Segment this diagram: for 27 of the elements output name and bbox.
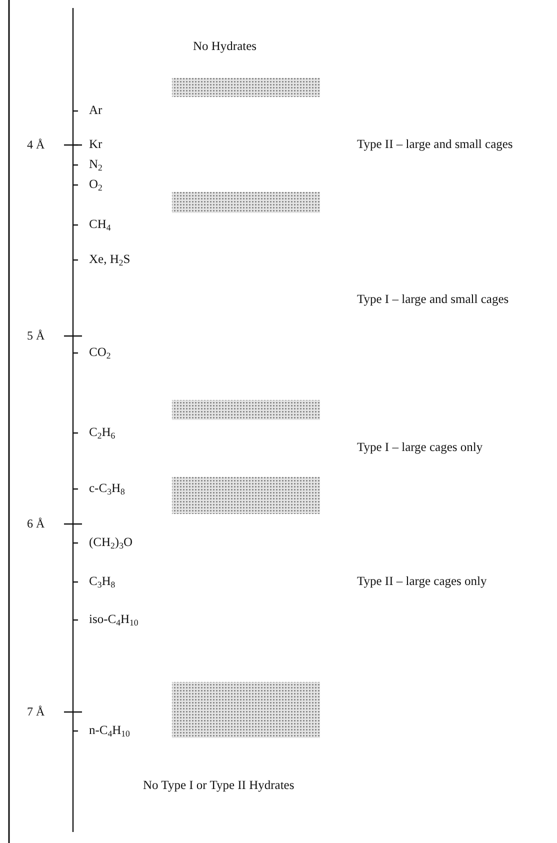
molecule-label: Xe, H$_{2}$S	[89, 253, 130, 267]
shaded-band	[172, 192, 320, 213]
shaded-band	[172, 400, 320, 420]
region-label: No Type I or Type II Hydrates	[143, 779, 294, 793]
molecule-label: Ar	[89, 104, 102, 118]
molecule-label: n-C$_{4}$H$_{10}$	[89, 724, 130, 738]
molecule-label: c-C$_{3}$H$_{8}$	[89, 482, 125, 496]
region-label: Type II – large cages only	[357, 575, 487, 589]
size-label: 5 Å	[27, 329, 45, 343]
molecule-label: iso-C$_{4}$H$_{10}$	[89, 613, 138, 627]
molecule-label: Kr	[89, 138, 102, 152]
molecule-label: CO$_{2}$	[89, 346, 111, 360]
molecule-label: N$_{2}$	[89, 158, 102, 172]
region-label: Type II – large and small cages	[357, 138, 513, 152]
shaded-band	[172, 682, 320, 738]
molecule-label: C$_{2}$H$_{6}$	[89, 426, 116, 440]
size-label: 4 Å	[27, 138, 45, 152]
molecule-label: (CH$_{2}$)$_{3}$O	[89, 536, 132, 550]
molecule-label: CH$_{4}$	[89, 218, 111, 232]
molecule-label: C$_{3}$H$_{8}$	[89, 575, 116, 589]
region-label: Type I – large and small cages	[357, 293, 509, 307]
size-label: 6 Å	[27, 517, 45, 531]
region-label: Type I – large cages only	[357, 441, 483, 455]
molecule-label: O$_{2}$	[89, 178, 102, 192]
size-label: 7 Å	[27, 705, 45, 719]
shaded-band	[172, 78, 320, 97]
shaded-band	[172, 477, 320, 514]
